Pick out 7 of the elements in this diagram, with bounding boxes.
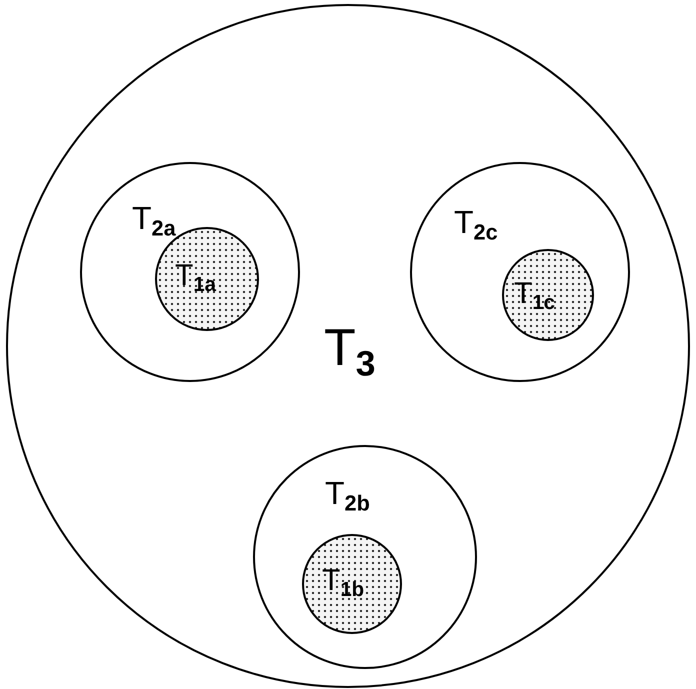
set-label: T$_{1a}$ (175, 261, 216, 296)
set-label: T$_{3}$ (324, 322, 376, 382)
set-label: T$_{1c}$ (514, 279, 556, 314)
set-label: T$_{2a}$ (132, 202, 176, 240)
set-label: T$_{1b}$ (322, 566, 364, 601)
set-label: T$_{2c}$ (454, 206, 498, 244)
set-label: T$_{2b}$ (325, 477, 370, 514)
